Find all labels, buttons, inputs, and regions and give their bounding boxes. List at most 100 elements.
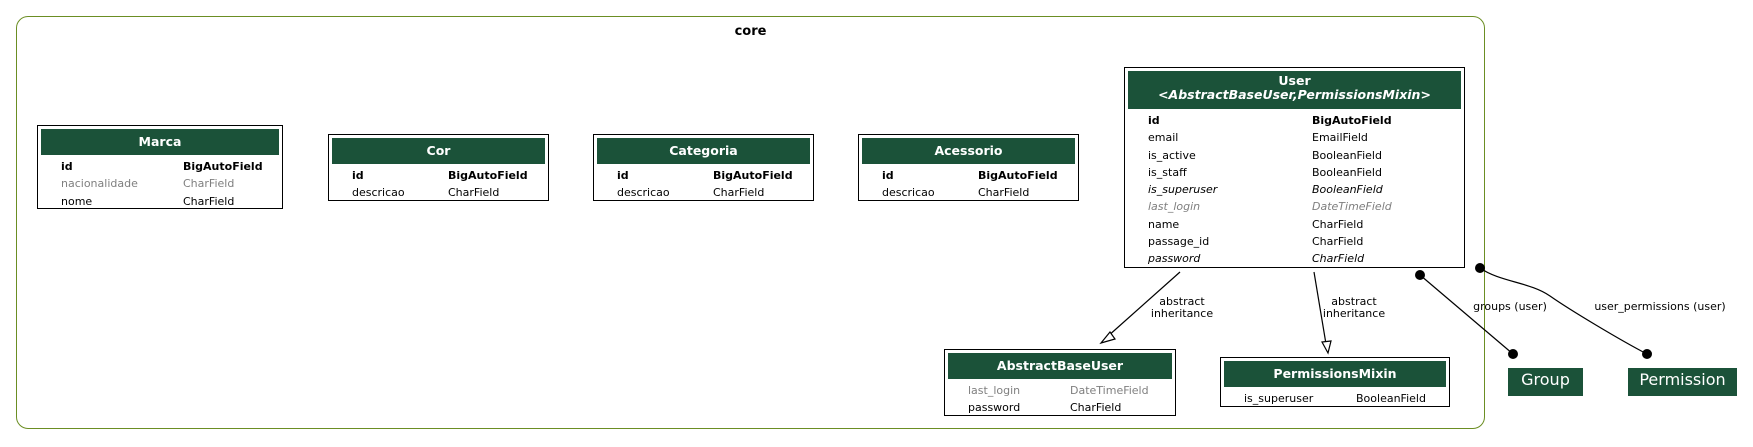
- field-name: descricao: [882, 186, 935, 200]
- model-title: PermissionsMixin: [1223, 360, 1447, 388]
- model-title: Categoria: [596, 137, 811, 165]
- field-list: last_login DateTimeField password CharFi…: [947, 380, 1173, 417]
- edge-label-groups: groups (user): [1473, 300, 1547, 313]
- field-row: id BigAutoField: [40, 158, 280, 175]
- model-acessorio[interactable]: Acessorio id BigAutoField descricao Char…: [858, 134, 1079, 201]
- external-model-permission[interactable]: Permission: [1628, 368, 1737, 396]
- field-name: passage_id: [1148, 235, 1210, 249]
- field-list: id BigAutoField descricao CharField: [861, 165, 1076, 202]
- field-row: passage_id CharField: [1127, 233, 1462, 250]
- field-row: id BigAutoField: [861, 167, 1076, 184]
- field-row: last_login DateTimeField: [947, 382, 1173, 399]
- field-list: id BigAutoField email EmailField is_acti…: [1127, 110, 1462, 268]
- field-name: descricao: [352, 186, 405, 200]
- field-name: id: [617, 169, 629, 182]
- model-cor[interactable]: Cor id BigAutoField descricao CharField: [328, 134, 549, 201]
- model-title: User: [1278, 73, 1311, 88]
- field-type: BigAutoField: [448, 169, 528, 182]
- field-type: CharField: [183, 177, 235, 191]
- field-row: nacionalidade CharField: [40, 175, 280, 192]
- field-list: id BigAutoField descricao CharField: [596, 165, 811, 202]
- field-type: DateTimeField: [1312, 200, 1392, 214]
- field-type: CharField: [183, 194, 235, 208]
- field-row: is_active BooleanField: [1127, 147, 1462, 164]
- model-subtitle: <AbstractBaseUser,PermissionsMixin>: [1158, 87, 1431, 102]
- field-row: last_login DateTimeField: [1127, 198, 1462, 215]
- field-type: BigAutoField: [713, 169, 793, 182]
- cluster-title: core: [734, 24, 767, 39]
- field-type: BooleanField: [1312, 165, 1382, 179]
- field-row: id BigAutoField: [331, 167, 546, 184]
- field-name: last_login: [968, 384, 1021, 397]
- model-title: Acessorio: [861, 137, 1076, 165]
- field-name: password: [968, 401, 1021, 415]
- field-row: is_superuser BooleanField: [1223, 390, 1447, 407]
- field-type: CharField: [1312, 217, 1364, 231]
- field-type: CharField: [1312, 235, 1364, 249]
- model-permissionsmixin[interactable]: PermissionsMixin is_superuser BooleanFie…: [1220, 357, 1450, 407]
- field-name: is_active: [1148, 148, 1196, 162]
- model-categoria[interactable]: Categoria id BigAutoField descricao Char…: [593, 134, 814, 201]
- field-list: id BigAutoField nacionalidade CharField …: [40, 156, 280, 210]
- user-permissions-edge-start-dot: [1475, 263, 1485, 273]
- model-marca[interactable]: Marca id BigAutoField nacionalidade Char…: [37, 125, 283, 209]
- model-user[interactable]: User <AbstractBaseUser,PermissionsMixin>…: [1124, 67, 1465, 268]
- field-name: nacionalidade: [61, 177, 138, 191]
- field-name: descricao: [617, 186, 670, 200]
- field-name: id: [61, 160, 73, 173]
- field-row: id BigAutoField: [1127, 112, 1462, 129]
- model-abstractbaseuser[interactable]: AbstractBaseUser last_login DateTimeFiel…: [944, 349, 1176, 416]
- field-type: CharField: [1312, 252, 1365, 266]
- field-type: CharField: [448, 186, 500, 200]
- field-row: nome CharField: [40, 193, 280, 210]
- model-title: AbstractBaseUser: [947, 352, 1173, 380]
- field-type: CharField: [978, 186, 1030, 200]
- user-permissions-edge: [1479, 267, 1648, 355]
- field-name: is_staff: [1148, 165, 1187, 179]
- groups-edge: [1419, 274, 1514, 355]
- groups-edge-end-dot: [1508, 349, 1518, 359]
- field-type: CharField: [1070, 401, 1122, 415]
- field-row: name CharField: [1127, 216, 1462, 233]
- edge-label-user-permissions: user_permissions (user): [1594, 300, 1726, 313]
- model-title: Cor: [331, 137, 546, 165]
- field-type: EmailField: [1312, 131, 1368, 145]
- user-permissions-edge-end-dot: [1642, 349, 1652, 359]
- external-model-group[interactable]: Group: [1508, 368, 1583, 396]
- abstract-edge-2: [1313, 271, 1327, 345]
- field-row: descricao CharField: [331, 184, 546, 201]
- field-name: password: [1148, 252, 1201, 266]
- field-type: BooleanField: [1312, 148, 1382, 162]
- field-row: password CharField: [947, 399, 1173, 416]
- field-row: is_superuser BooleanField: [1127, 181, 1462, 198]
- field-type: BooleanField: [1356, 392, 1426, 405]
- field-name: nome: [61, 194, 93, 208]
- model-header: User <AbstractBaseUser,PermissionsMixin>: [1127, 70, 1462, 110]
- field-row: is_staff BooleanField: [1127, 164, 1462, 181]
- abstract-edge-1-arrow: [1099, 331, 1116, 345]
- groups-edge-start-dot: [1415, 270, 1425, 280]
- field-name: email: [1148, 131, 1179, 145]
- field-list: is_superuser BooleanField: [1223, 388, 1447, 407]
- field-row: descricao CharField: [861, 184, 1076, 201]
- field-type: BooleanField: [1312, 183, 1383, 197]
- field-row: email EmailField: [1127, 129, 1462, 146]
- field-name: id: [352, 169, 364, 182]
- field-row: password CharField: [1127, 250, 1462, 267]
- field-type: CharField: [713, 186, 765, 200]
- field-type: DateTimeField: [1070, 384, 1149, 397]
- core-cluster: [16, 16, 1485, 429]
- field-type: BigAutoField: [183, 160, 263, 173]
- field-name: is_superuser: [1244, 392, 1314, 405]
- field-name: id: [1148, 114, 1160, 127]
- abstract-edge-2-arrow: [1321, 340, 1332, 355]
- field-name: name: [1148, 217, 1180, 231]
- abstract-edge-1: [1106, 271, 1181, 338]
- field-name: last_login: [1148, 200, 1201, 214]
- field-row: id BigAutoField: [596, 167, 811, 184]
- field-list: id BigAutoField descricao CharField: [331, 165, 546, 202]
- field-name: id: [882, 169, 894, 182]
